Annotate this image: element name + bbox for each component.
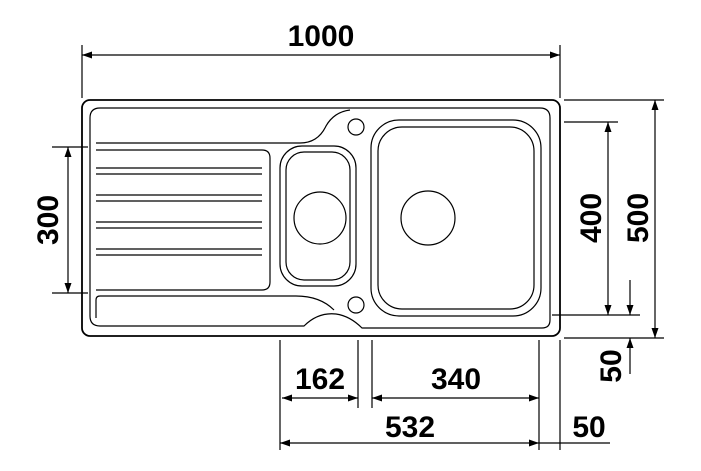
tap-hole-lower-icon	[347, 296, 365, 314]
drainer-ribs	[96, 167, 262, 256]
bowls-total-width-label: 532	[385, 411, 435, 444]
dimension-front-margin: 50	[595, 280, 634, 383]
dimension-main-bowl-width: 340	[372, 363, 539, 402]
small-bowl	[279, 145, 357, 287]
drainer-upper-contour	[96, 109, 351, 144]
drainer-lower-contour	[95, 295, 335, 318]
small-bowl-width-label: 162	[295, 363, 345, 396]
sink-outline	[81, 99, 561, 337]
small-bowl-drain-icon	[293, 191, 347, 245]
bottom-extension-lines	[279, 340, 561, 450]
dimension-overall-width: 1000	[81, 20, 561, 98]
overall-depth-label: 500	[622, 193, 655, 243]
tap-hole-upper-icon	[347, 118, 365, 136]
main-bowl-outer	[370, 119, 542, 317]
main-bowl-inner	[377, 126, 535, 310]
dimension-right-margin: 50	[539, 411, 610, 444]
sink-outer-edge	[81, 99, 561, 337]
overall-width-label: 1000	[288, 20, 355, 53]
main-bowl-depth-label: 400	[575, 193, 608, 243]
drainer-outline	[96, 149, 271, 291]
front-margin-label: 50	[595, 349, 628, 382]
dimension-small-bowl-width: 162	[282, 363, 358, 402]
small-bowl-inner	[285, 151, 351, 281]
dimension-main-bowl-depth: 400	[552, 121, 640, 316]
tap-holes	[347, 118, 365, 314]
right-margin-label: 50	[572, 411, 605, 444]
main-bowl	[370, 119, 542, 317]
small-bowl-outer	[279, 145, 357, 287]
main-bowl-width-label: 340	[431, 363, 481, 396]
main-bowl-drain-icon	[400, 190, 456, 246]
dimension-drainer-depth: 300	[32, 146, 88, 294]
drainer-depth-label: 300	[32, 195, 65, 245]
dimension-overall-depth: 500	[564, 99, 664, 339]
sink-inner-rim	[89, 107, 551, 329]
dimension-bowls-total-width: 532	[280, 411, 539, 447]
drainer	[95, 109, 351, 318]
